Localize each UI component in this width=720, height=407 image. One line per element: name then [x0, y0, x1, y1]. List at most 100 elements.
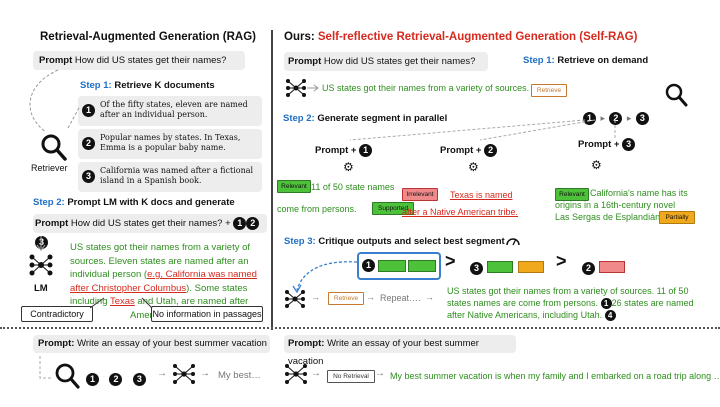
step-label: Step 3:	[284, 236, 316, 247]
lm-network-icon	[286, 79, 306, 97]
partially-rank-bar	[517, 260, 544, 273]
doc-number: 1	[82, 104, 95, 117]
doc-box-1: 1 Of the fifty states, eleven are named …	[78, 96, 262, 126]
selfrag-prompt-box: Prompt How did US states get their names…	[284, 52, 488, 71]
doc-text: Popular names by states. In Texas, Emma …	[100, 133, 241, 152]
step-label: Step 1:	[80, 80, 112, 91]
lm-network-icon: ⚙	[343, 160, 354, 174]
gen-text: individual person (	[70, 269, 148, 280]
prompt-plus: Prompt +	[315, 145, 357, 156]
prompt-text: How did US states get their names?	[74, 55, 227, 66]
supported-token: Supported	[372, 202, 414, 215]
selfrag-step1: Step 1: Retrieve on demand	[523, 55, 648, 67]
num-badge: 2	[109, 373, 123, 386]
selfrag-step3: Step 3: Critique outputs and select best…	[284, 236, 505, 248]
num-badge: 3	[470, 262, 483, 275]
irrelevant-token: Irrelevant	[402, 188, 438, 201]
magnifier-icon	[55, 363, 80, 389]
horizontal-divider	[0, 327, 720, 329]
no-information-tag: No information in passages	[151, 306, 263, 322]
rag-step1: Step 1: Retrieve K documents	[80, 80, 215, 92]
arrow-right-icon: →	[425, 292, 434, 302]
vertical-divider	[271, 30, 273, 330]
arrow-right-icon: →	[311, 368, 321, 379]
prompt-plus: Prompt +	[440, 145, 482, 156]
final-line: US states got their names from a variety…	[447, 286, 689, 296]
num-badge: 2	[484, 144, 498, 157]
callout-lines	[90, 297, 153, 309]
rag-prompt-box: Prompt How did US states get their names…	[33, 51, 245, 70]
arrow-right-icon: →	[200, 368, 210, 379]
lm-network-icon	[29, 254, 53, 276]
step-label: Step 1:	[523, 55, 555, 66]
num-badge: 3	[622, 138, 636, 151]
step-label: Step 2:	[283, 113, 315, 124]
segment-text: California's name has its	[590, 188, 688, 198]
step-text: Critique outputs and select best segment	[318, 236, 505, 247]
num-badge: 2	[609, 112, 623, 125]
prompt-label: Prompt	[39, 55, 73, 66]
title-prefix: Ours:	[284, 31, 318, 43]
segment-1-prompt: Prompt + 1	[315, 144, 373, 157]
selfrag-initial-output: US states got their names from a variety…	[322, 83, 530, 93]
relevant-rank-bar	[487, 260, 514, 273]
arrow-right-icon: →	[366, 292, 375, 302]
num-badge: 2	[582, 262, 595, 275]
selfrag-title: Ours: Self-reflective Retrieval-Augmente…	[284, 31, 637, 43]
bottom-doc-numbers: 1 2 3	[86, 369, 146, 387]
arrow-right-icon	[307, 84, 319, 92]
prompt-label: Prompt:	[38, 338, 75, 349]
fanout-arrows	[349, 119, 616, 141]
bottom-left-prompt-box: Prompt: Write an essay of your best summ…	[33, 335, 270, 353]
gauge-icon	[506, 238, 520, 246]
prompt-text: Write an essay of your best summer vacat…	[77, 338, 267, 349]
arrow-right-icon: →	[311, 292, 320, 302]
prompt-text: How did US states get their names? +	[70, 218, 231, 229]
relevant-token: Relevant	[277, 180, 311, 193]
doc-text: California was named after a fictional i…	[100, 166, 254, 185]
title-main: Self-reflective Retrieval-Augmented Gene…	[317, 31, 584, 43]
segment-text: Texas is named	[450, 190, 513, 200]
final-line: after Native Americans, including Utah. …	[447, 309, 717, 321]
relevant-rank-bar	[378, 260, 406, 272]
doc-number: 2	[82, 137, 95, 150]
prompt-label: Prompt	[288, 56, 322, 67]
rag-title: Retrieval-Augmented Generation (RAG)	[40, 31, 256, 43]
lm-network-icon: ⚙	[468, 160, 479, 174]
prompt-label: Prompt:	[288, 338, 325, 349]
num-badge: 1	[359, 144, 373, 157]
gen-text: ). Some states	[186, 282, 248, 294]
gen-wrong-text: Texas	[109, 296, 135, 307]
arrow-right-icon: →	[157, 368, 167, 379]
prompt-text: Write an essay of your best summer vacat…	[288, 338, 479, 367]
retrieved-doc-numbers: 1 ▸ 2 ▸ 3	[583, 108, 649, 126]
gen-line: individual person (e.g, California was n…	[70, 268, 270, 282]
greater-than: >	[556, 251, 567, 271]
prompt-label: Prompt	[35, 218, 69, 229]
gen-line: including Texas and Utah, are named afte…	[70, 295, 270, 309]
gen-line: after Christopher Columbus). Some states	[70, 282, 270, 296]
doc-box-3: 3 California was named after a fictional…	[78, 162, 262, 192]
bottom-retrieval-arrow	[39, 356, 52, 379]
segment-text: origins in a 16th-century novel	[555, 200, 676, 210]
step-text: Generate segment in parallel	[317, 113, 448, 124]
contradictory-tag: Contradictory	[21, 306, 93, 322]
doc-text: Of the fifty states, eleven are named af…	[100, 100, 248, 119]
rank-segment-2: 2	[582, 258, 626, 276]
bottom-right-prompt-box: Prompt: Write an essay of your best summ…	[284, 335, 516, 367]
step-text: Retrieve on demand	[557, 55, 649, 66]
segment-text: 11 of 50 state names	[311, 182, 395, 192]
gen-text: including	[70, 296, 110, 307]
lm-network-icon	[173, 364, 195, 384]
gen-wrong-text: after Christopher Columbus	[70, 282, 187, 294]
retrieve-token: Retrieve	[531, 84, 567, 97]
title-abbr: Self-RAG	[583, 31, 634, 43]
step-label: Step 2:	[33, 197, 65, 208]
segment-text: after a Native American tribe.	[402, 207, 519, 217]
selfrag-final-output: US states got their names from a variety…	[447, 285, 717, 321]
final-text: after Native Americans, including Utah.	[447, 310, 603, 320]
segment-2-prompt: Prompt + 2	[440, 144, 498, 157]
partially-token: Partially	[659, 211, 695, 224]
magnifier-icon	[665, 83, 688, 107]
